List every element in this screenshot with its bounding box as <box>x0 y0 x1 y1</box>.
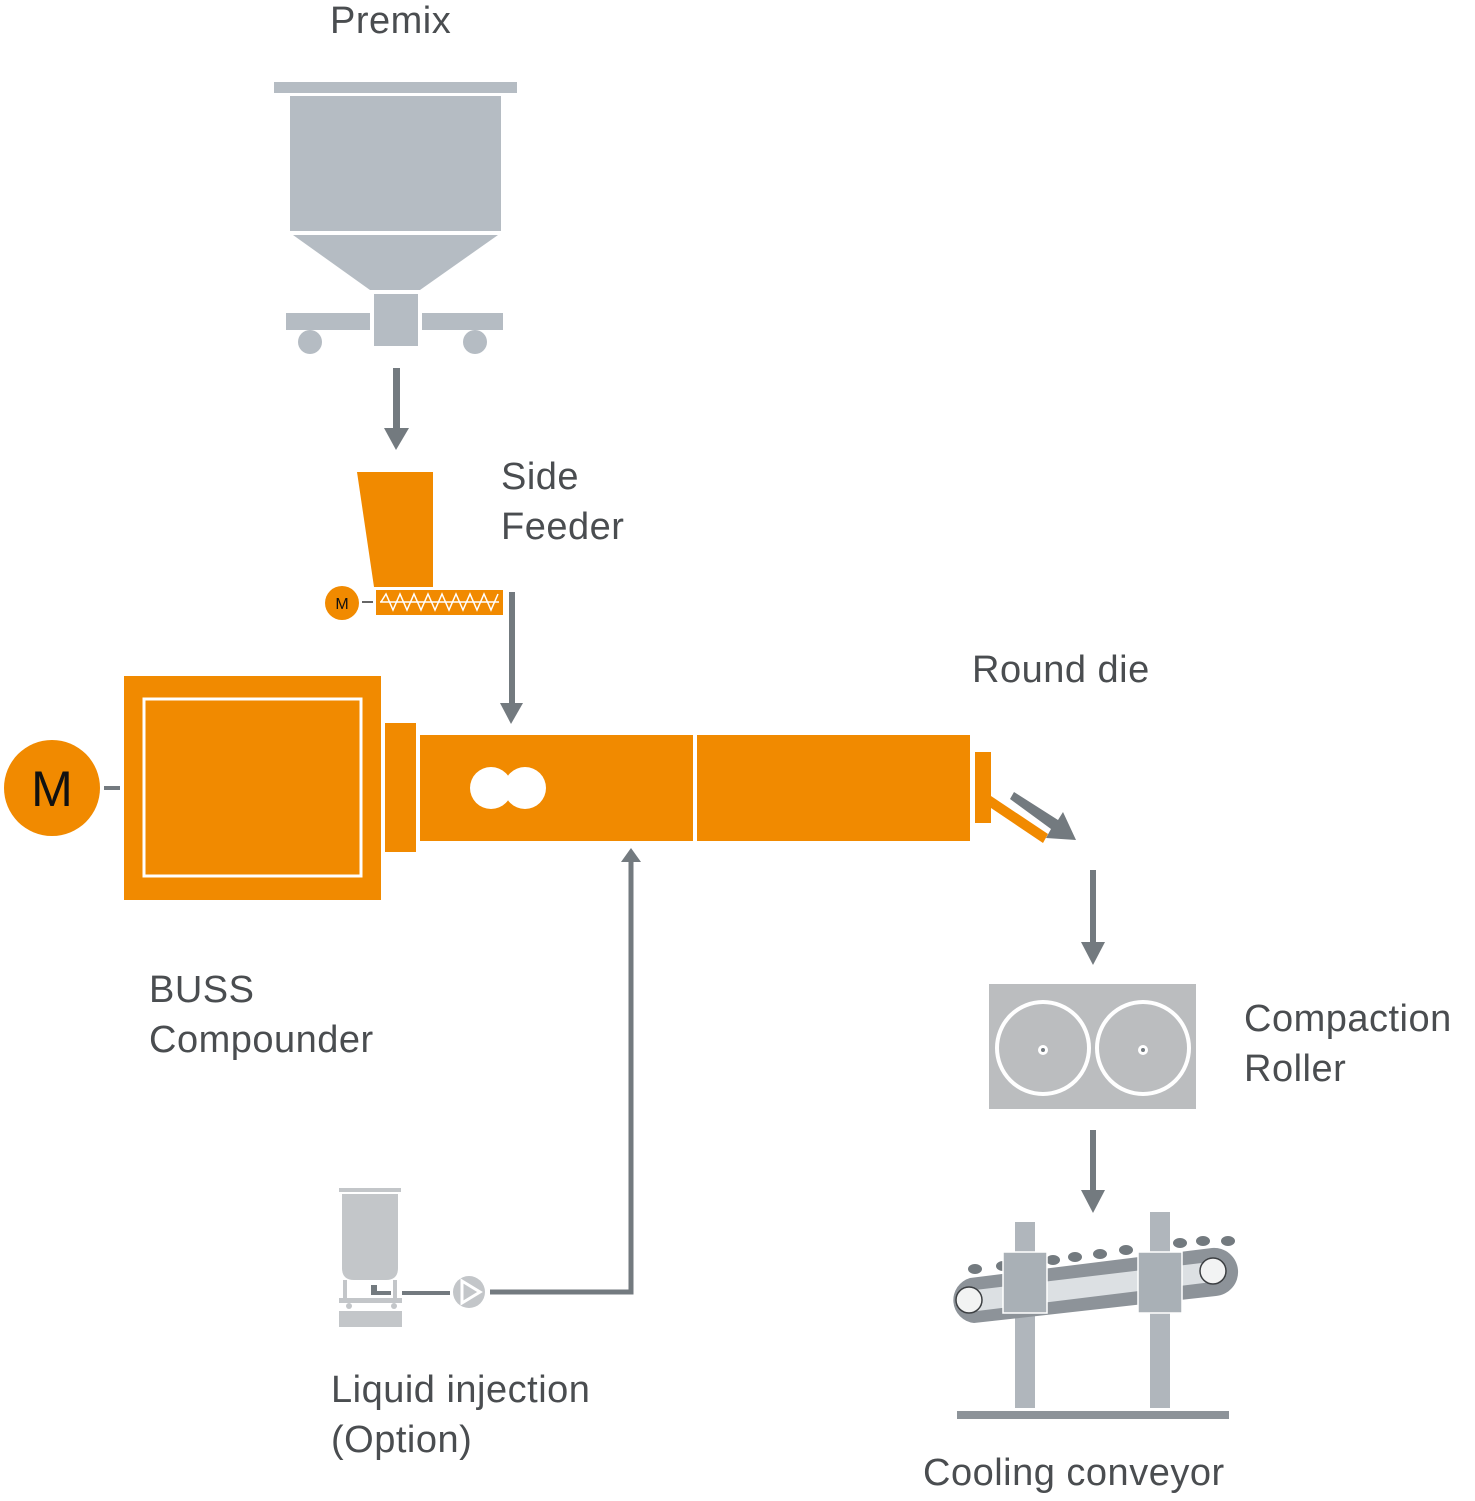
hopper-outlet <box>374 294 418 346</box>
feeder-screw <box>380 592 499 612</box>
main-motor <box>4 740 120 836</box>
label-compaction-1: Compaction <box>1244 998 1452 1040</box>
roller-left <box>995 1000 1091 1096</box>
hopper-cone <box>293 235 498 290</box>
label-cooling-conveyor: Cooling conveyor <box>923 1452 1225 1494</box>
conveyor-pulley-right <box>1199 1257 1227 1285</box>
liquid-injection <box>339 848 641 1327</box>
liquid-line-1 <box>402 1291 450 1295</box>
label-side-feeder-1: Side <box>501 456 580 498</box>
pump-triangle <box>460 1278 483 1306</box>
premix-hopper <box>274 82 517 354</box>
barrel-section-2 <box>697 735 970 841</box>
main-motor-shaft <box>104 786 120 790</box>
label-premix: Premix <box>330 0 452 42</box>
feeder-motor <box>325 586 359 620</box>
roller-right <box>1095 1000 1191 1096</box>
label-side-feeder-2: Feeder <box>501 506 625 548</box>
hopper-lid <box>274 82 517 93</box>
cooling-conveyor <box>953 1212 1239 1419</box>
die-outlet <box>991 796 1048 843</box>
hopper-frame-right <box>422 313 503 330</box>
screw-profile-left <box>470 767 512 809</box>
main-motor-label: M <box>31 761 73 817</box>
arrow-premix-to-feeder <box>384 368 409 450</box>
label-buss-2: Compounder <box>149 1019 374 1061</box>
die-plate <box>975 752 991 823</box>
label-buss-1: BUSS <box>149 969 255 1011</box>
coupling-flange <box>385 723 416 852</box>
gearbox-inner-frame <box>142 697 363 878</box>
feeder-motor-label: M <box>335 596 348 613</box>
screw-profile-right <box>504 767 546 809</box>
label-compaction-2: Roller <box>1244 1048 1347 1090</box>
arrow-die-to-roller <box>1081 870 1105 965</box>
arrow-liquid-to-compounder <box>621 848 641 862</box>
compaction-roller <box>989 984 1196 1109</box>
hopper-wheel-left <box>298 330 322 354</box>
barrel-section-1 <box>420 735 693 841</box>
side-feeder <box>325 472 503 620</box>
conveyor-pulley-left <box>955 1286 983 1314</box>
feeder-hopper <box>357 472 433 587</box>
hopper-frame-left <box>286 313 370 330</box>
conveyor-bracket-right <box>1137 1251 1183 1314</box>
buss-compounder <box>124 676 970 900</box>
conveyor-base <box>957 1411 1229 1419</box>
arrow-roller-to-conveyor <box>1081 1130 1105 1213</box>
conveyor-bracket-left <box>1002 1251 1048 1314</box>
hopper-body <box>290 96 501 231</box>
liquid-line-2 <box>490 860 634 1295</box>
label-liquid-1: Liquid injection <box>331 1369 591 1411</box>
arrow-feeder-to-compounder <box>500 592 523 724</box>
round-die <box>975 752 1076 843</box>
arrow-die-out <box>1010 792 1076 840</box>
liquid-tank <box>342 1194 398 1280</box>
label-round-die: Round die <box>972 649 1150 691</box>
gearbox <box>124 676 381 900</box>
label-liquid-2: (Option) <box>331 1419 473 1461</box>
main-motor-circle <box>4 740 100 836</box>
hopper-wheel-right <box>463 330 487 354</box>
